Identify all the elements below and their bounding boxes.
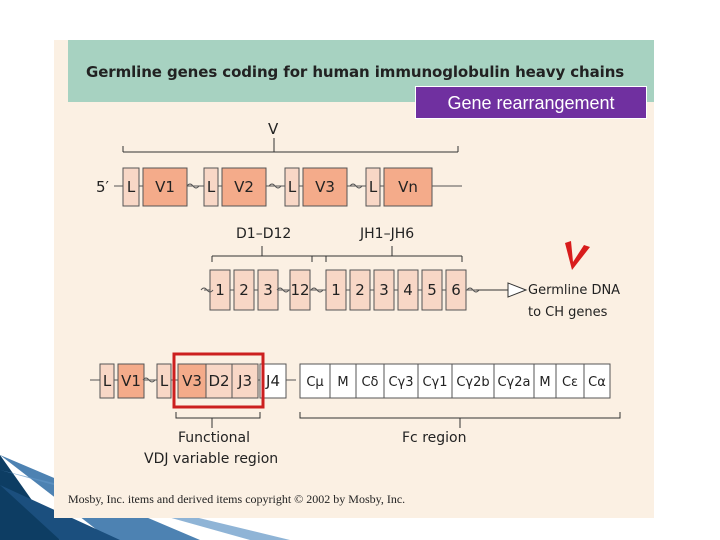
d-segment <box>209 269 231 311</box>
vdj-segment <box>231 363 259 399</box>
dna-break-mark <box>466 287 480 293</box>
j4-segment-label: J4 <box>265 372 280 390</box>
v-segment <box>221 167 267 207</box>
dna-break-mark <box>310 287 324 293</box>
dna-break-mark <box>142 377 156 383</box>
constant-gene-label: M <box>539 375 550 390</box>
copyright-text: Mosby, Inc. items and derived items copy… <box>68 492 406 506</box>
constant-gene-label: M <box>337 375 348 390</box>
v-region-label: V <box>268 120 279 138</box>
constant-gene <box>451 363 495 399</box>
j-segment <box>397 269 419 311</box>
leader-segment <box>122 167 140 207</box>
dna-break-mark <box>268 183 282 189</box>
j-segment-label: 6 <box>451 281 461 299</box>
constant-gene-label: Cα <box>588 375 606 390</box>
vdj-segment-label: V3 <box>182 372 202 390</box>
constant-gene <box>329 363 357 399</box>
leader-segment <box>99 363 115 399</box>
constant-gene <box>555 363 585 399</box>
germline-label-line1: Germline DNA <box>528 283 620 298</box>
dna-break-mark <box>186 183 200 189</box>
j-segment-label: 2 <box>355 281 365 299</box>
v-segment-label: V3 <box>315 178 335 196</box>
constant-gene <box>355 363 385 399</box>
functional-label-line1: Functional <box>178 430 250 446</box>
germline-v-row: L V1 L V2 L V3 L Vn <box>114 167 462 207</box>
j-group-label: JH1–JH6 <box>359 226 414 242</box>
vdj-bracket <box>175 412 261 428</box>
constant-gene-label: Cδ <box>361 375 378 390</box>
d-segment <box>289 269 311 311</box>
red-check-mark <box>565 241 590 270</box>
vdj-highlight-box <box>172 352 265 409</box>
v-segment <box>302 167 348 207</box>
j-segment-label: 5 <box>427 281 437 299</box>
leader-segment-label: L <box>369 178 378 196</box>
leader-segment-label: L <box>288 178 297 196</box>
constant-gene <box>583 363 611 399</box>
leader-segment <box>156 363 172 399</box>
j-segment <box>373 269 395 311</box>
germline-label-line2: to CH genes <box>528 305 608 320</box>
d-segment <box>233 269 255 311</box>
v-segment-label: V1 <box>155 178 175 196</box>
gene-rearrangement-callout: Gene rearrangement <box>415 86 647 119</box>
j-segment <box>445 269 467 311</box>
constant-gene <box>493 363 535 399</box>
constant-gene-label: Cε <box>562 375 578 390</box>
functional-label-line2: VDJ variable region <box>144 451 278 467</box>
j-segment-label: 1 <box>331 281 341 299</box>
leader-segment-label: L <box>127 178 136 196</box>
vdj-segment-label: D2 <box>208 372 229 390</box>
v-bracket <box>122 138 459 153</box>
dna-break-mark <box>200 287 214 293</box>
v-segment <box>142 167 188 207</box>
d-segment-label: 1 <box>215 281 225 299</box>
leader-segment-label: L <box>207 178 216 196</box>
constant-gene-label: Cμ <box>306 375 323 390</box>
five-prime-label: 5′ <box>96 178 110 196</box>
figure-title: Germline genes coding for human immunogl… <box>86 63 625 81</box>
constant-gene <box>417 363 453 399</box>
j-segment <box>349 269 371 311</box>
leader-segment-label: L <box>160 372 169 390</box>
d-segment-label: 2 <box>239 281 249 299</box>
d-segment-label: 12 <box>290 281 309 299</box>
vdj-segment-label: J3 <box>237 372 252 390</box>
j-segment <box>325 269 347 311</box>
leader-segment-label: L <box>103 372 112 390</box>
j-segment-label: 4 <box>403 281 413 299</box>
germline-arrow <box>476 282 528 298</box>
fc-region-label: Fc region <box>402 430 466 446</box>
d-segment-label: 3 <box>263 281 273 299</box>
constant-gene-label: Cγ2a <box>497 375 530 390</box>
v-segment-label: V2 <box>234 178 254 196</box>
dna-break-mark <box>349 183 363 189</box>
j-segment <box>421 269 443 311</box>
dna-break-mark <box>276 287 290 293</box>
v-segment-label: Vn <box>398 178 418 196</box>
leader-segment <box>284 167 300 207</box>
v-segment <box>383 167 433 207</box>
j-segment-label: 3 <box>379 281 389 299</box>
d-group-label: D1–D12 <box>236 226 291 242</box>
d-segment <box>257 269 279 311</box>
leader-segment <box>203 167 219 207</box>
constant-gene-label: Cγ3 <box>388 375 413 390</box>
constant-gene <box>383 363 419 399</box>
constant-gene-label: Cγ1 <box>422 375 447 390</box>
fc-bracket <box>299 412 621 428</box>
dj-bracket <box>211 246 463 262</box>
v-segment <box>117 363 145 399</box>
v-segment-label: V1 <box>121 372 141 390</box>
rearranged-row: L V1 L V3 D2 J3 J4 Cμ M Cδ Cγ3 Cγ1 Cγ2b Cγ2a M Cε Cα <box>90 363 611 399</box>
leader-segment <box>365 167 381 207</box>
constant-gene-label: Cγ2b <box>456 375 489 390</box>
